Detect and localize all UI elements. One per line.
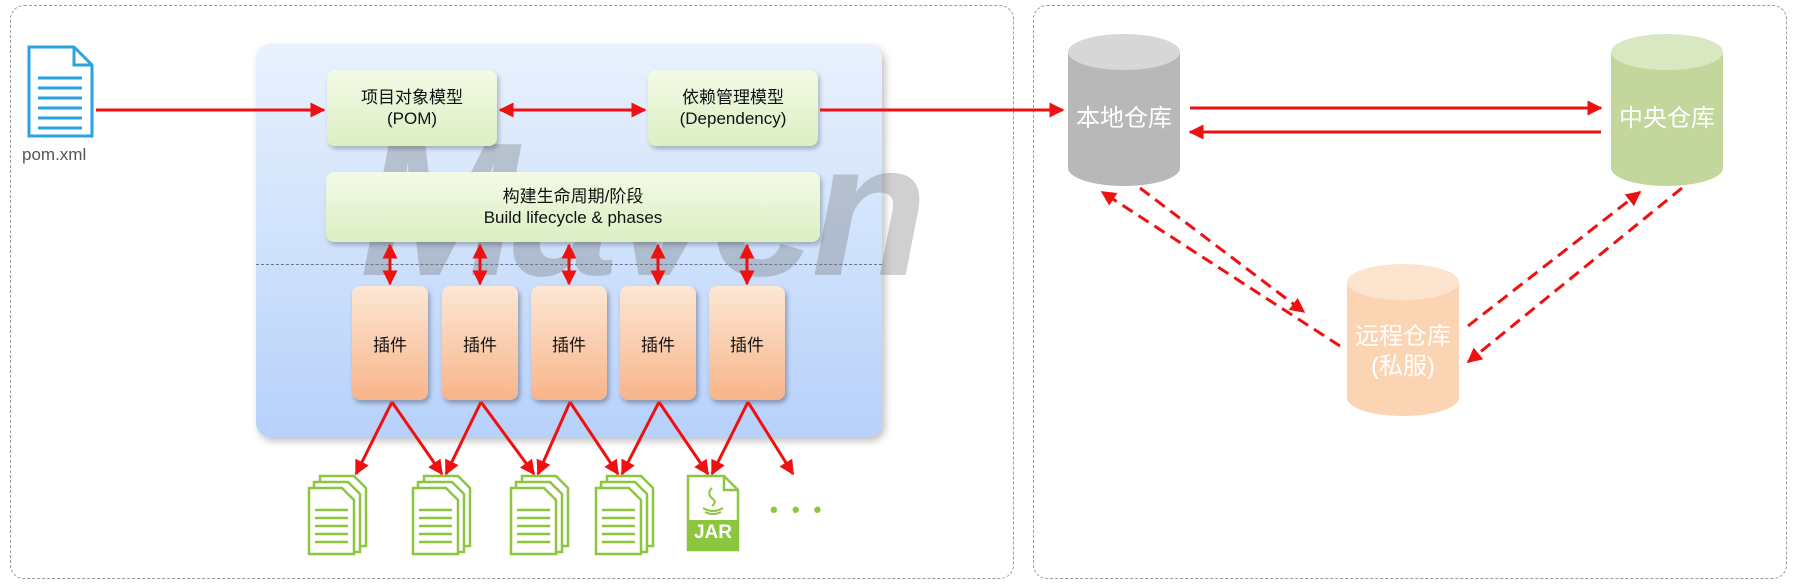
plugin-label: 插件 — [641, 335, 675, 355]
more-outputs-ellipsis: • • • — [770, 497, 826, 522]
plugin-box-1: 插件 — [352, 286, 428, 400]
core-divider — [256, 264, 882, 265]
document-icon — [27, 45, 94, 138]
central-repo-label: 中央仓库 — [1619, 105, 1715, 132]
plugin-label: 插件 — [552, 335, 586, 355]
jar-label: JAR — [693, 522, 732, 543]
lifecycle-box: 构建生命周期/阶段 Build lifecycle & phases — [326, 172, 820, 242]
remote-repo-title: 远程仓库 — [1355, 323, 1451, 350]
right-panel — [1033, 5, 1787, 579]
plugin-label: 插件 — [373, 335, 407, 355]
remote-repo-label: 远程仓库 (私服) — [1343, 322, 1463, 382]
output-document-icon-2 — [411, 474, 472, 556]
pom-model-box: 项目对象模型 (POM) — [327, 70, 497, 146]
output-document-icon-1 — [307, 474, 368, 556]
plugin-box-5: 插件 — [709, 286, 785, 400]
plugin-label: 插件 — [463, 335, 497, 355]
dependency-model-title: 依赖管理模型 — [682, 88, 784, 107]
jar-file-icon — [686, 474, 740, 552]
lifecycle-title: 构建生命周期/阶段 — [502, 187, 644, 206]
dependency-model-subtitle: (Dependency) — [679, 109, 787, 128]
pom-model-title: 项目对象模型 — [361, 88, 463, 107]
output-document-icon-4 — [594, 474, 655, 556]
lifecycle-subtitle: Build lifecycle & phases — [483, 208, 663, 227]
plugin-box-2: 插件 — [442, 286, 518, 400]
local-repo-label: 本地仓库 — [1076, 105, 1172, 132]
plugin-box-3: 插件 — [531, 286, 607, 400]
pom-model-subtitle: (POM) — [386, 109, 438, 128]
remote-repo-subtitle: (私服) — [1371, 353, 1435, 380]
plugin-label: 插件 — [730, 335, 764, 355]
local-repo-cylinder — [1068, 34, 1180, 186]
remote-repo-cylinder — [1347, 264, 1459, 416]
dependency-model-box: 依赖管理模型 (Dependency) — [648, 70, 818, 146]
central-repo-cylinder — [1611, 34, 1723, 186]
output-document-icon-3 — [509, 474, 570, 556]
pom-file-label: pom.xml — [22, 145, 87, 164]
plugin-box-4: 插件 — [620, 286, 696, 400]
left-panel — [10, 5, 1014, 579]
